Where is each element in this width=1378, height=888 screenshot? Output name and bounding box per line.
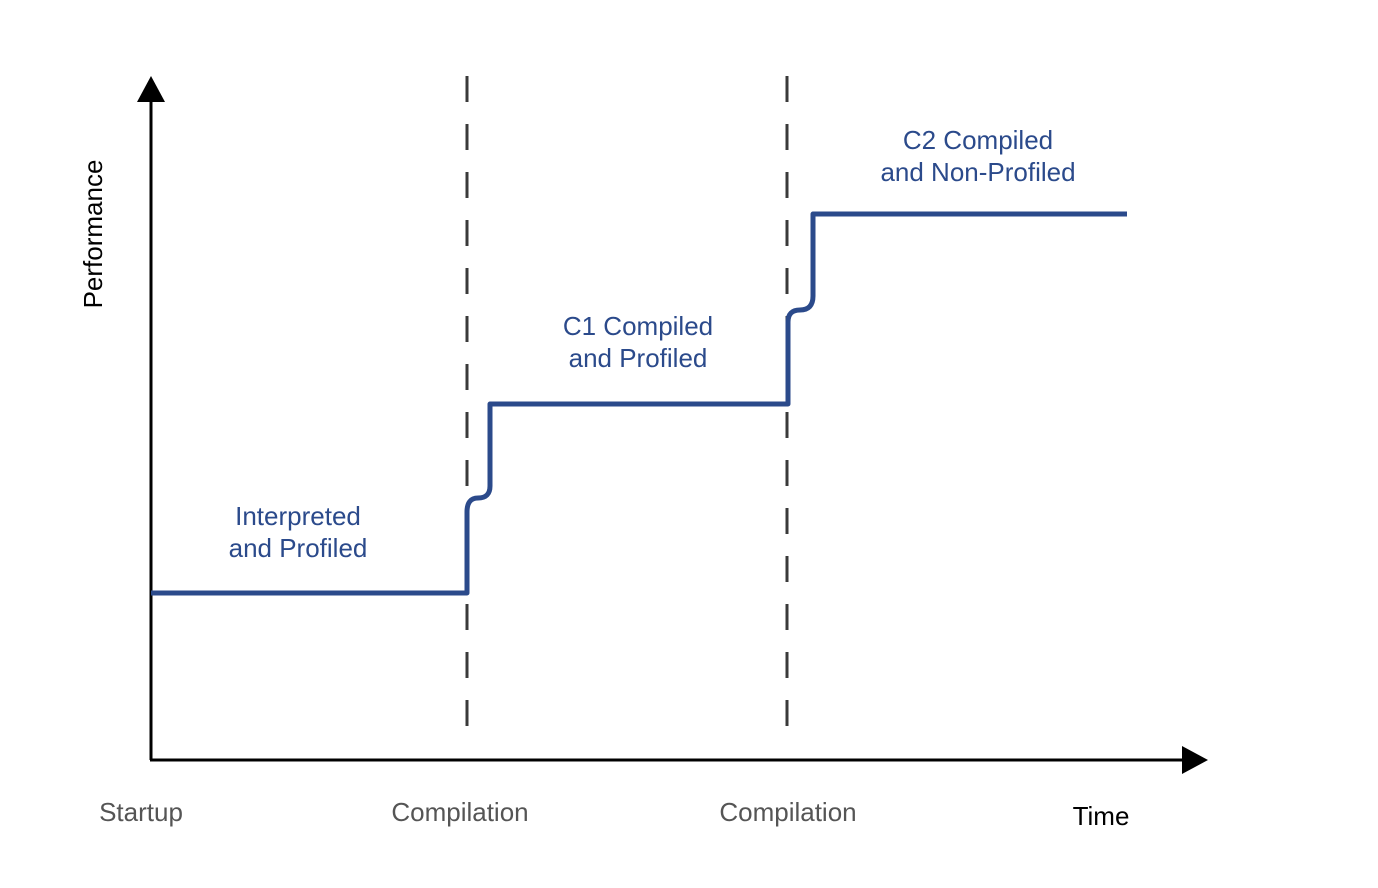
- phase-label-interpreted-sub: and Profiled: [229, 533, 368, 563]
- x-marker-compilation-2: Compilation: [719, 797, 856, 827]
- phase-label-c1: C1 Compiled: [563, 311, 713, 341]
- y-axis-title: Performance: [78, 160, 108, 309]
- phase-label-interpreted: Interpreted: [235, 501, 361, 531]
- phase-label-c2-sub: and Non-Profiled: [880, 157, 1075, 187]
- phase-label-c1-sub: and Profiled: [569, 343, 708, 373]
- x-axis-title: Time: [1073, 801, 1130, 831]
- x-marker-startup: Startup: [99, 797, 183, 827]
- phase-label-c2: C2 Compiled: [903, 125, 1053, 155]
- performance-step-line: [151, 211, 1127, 596]
- x-axis-arrow-icon: [1182, 746, 1208, 774]
- y-axis-arrow-icon: [137, 76, 165, 102]
- x-marker-compilation-1: Compilation: [391, 797, 528, 827]
